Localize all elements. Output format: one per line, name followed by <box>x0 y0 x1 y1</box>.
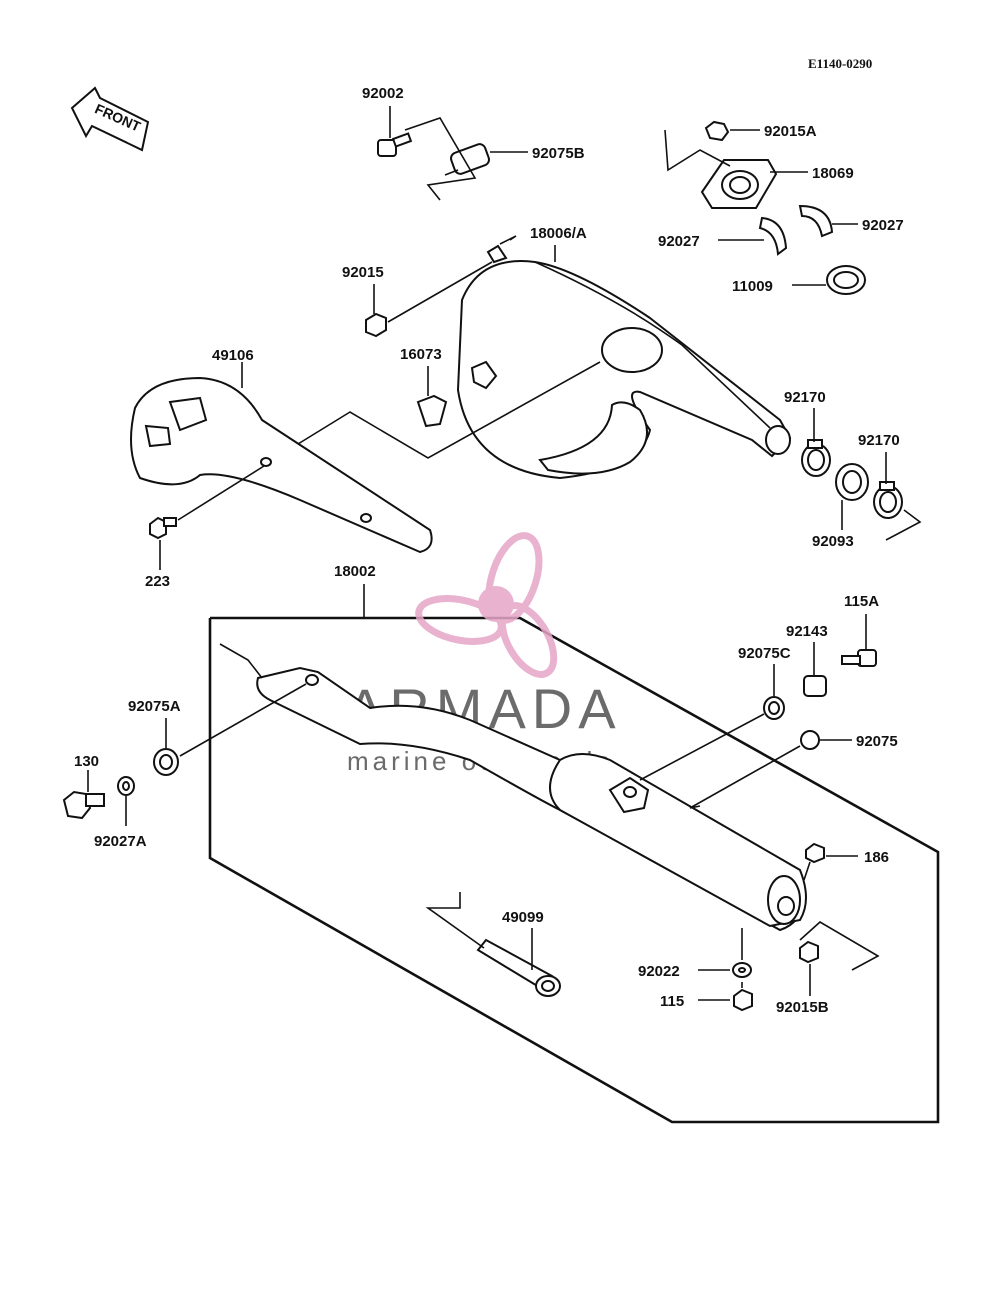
bolt-130[interactable] <box>62 790 105 820</box>
part-label-92027-right[interactable]: 92027 <box>862 217 904 234</box>
leader-line <box>885 509 922 541</box>
collar-92027-right[interactable] <box>798 204 834 238</box>
part-label-18069[interactable]: 18069 <box>812 165 854 182</box>
leader-line <box>499 235 517 245</box>
part-label-92075[interactable]: 92075 <box>856 733 898 750</box>
nut-92015A[interactable] <box>704 120 730 142</box>
leader-line <box>425 892 485 949</box>
part-label-92075B[interactable]: 92075B <box>532 145 585 162</box>
part-label-92075A[interactable]: 92075A <box>128 698 181 715</box>
muffler-18002[interactable] <box>256 666 807 932</box>
part-label-11009[interactable]: 11009 <box>732 278 773 295</box>
sleeve-92093[interactable] <box>835 463 869 501</box>
collar-92027-left[interactable] <box>758 216 788 256</box>
part-label-92027A[interactable]: 92027A <box>94 833 147 850</box>
leader-line <box>219 643 263 679</box>
part-label-92022[interactable]: 92022 <box>638 963 680 980</box>
leader-line <box>404 117 477 201</box>
heat-guard-49106[interactable] <box>130 376 433 554</box>
muffler-assembly-frame <box>208 616 940 1124</box>
part-label-49106[interactable]: 49106 <box>212 347 254 364</box>
part-label-49099[interactable]: 49099 <box>502 909 544 926</box>
clamp-92170-right[interactable] <box>873 481 903 519</box>
part-label-92075C[interactable]: 92075C <box>738 645 791 662</box>
bolt-92002[interactable] <box>377 132 413 157</box>
clip-16073[interactable] <box>416 360 498 428</box>
part-label-18002[interactable]: 18002 <box>334 563 376 580</box>
part-label-92170-left[interactable]: 92170 <box>784 389 826 406</box>
collar-92143[interactable] <box>803 675 827 697</box>
part-label-92093[interactable]: 92093 <box>812 533 854 550</box>
leader-line <box>639 713 765 781</box>
part-label-186[interactable]: 186 <box>864 849 889 866</box>
leader-line <box>689 745 801 809</box>
leader-line <box>664 129 731 172</box>
part-label-115A[interactable]: 115A <box>844 593 879 610</box>
damper-92075B[interactable] <box>444 143 491 176</box>
clamp-92170-left[interactable] <box>801 439 831 477</box>
gasket-11009[interactable] <box>826 265 866 295</box>
armada-logo-icon <box>415 532 558 678</box>
part-label-92015[interactable]: 92015 <box>342 264 384 281</box>
leader-line <box>387 261 493 323</box>
part-label-16073[interactable]: 16073 <box>400 346 442 363</box>
washer-92027A[interactable] <box>117 776 135 796</box>
bolt-186[interactable] <box>803 842 825 881</box>
leader-line <box>179 683 307 757</box>
front-arrow-icon: FRONT <box>70 86 150 152</box>
part-label-130[interactable]: 130 <box>74 753 99 770</box>
bolt-223[interactable] <box>149 516 177 540</box>
part-label-92143[interactable]: 92143 <box>786 623 828 640</box>
part-label-18006A[interactable]: 18006/A <box>530 225 587 242</box>
flange-18069[interactable] <box>700 159 778 209</box>
damper-92075[interactable] <box>800 730 820 750</box>
nut-92015[interactable] <box>365 312 387 338</box>
damper-92075C[interactable] <box>763 696 785 720</box>
part-label-92002[interactable]: 92002 <box>362 85 404 102</box>
part-label-223[interactable]: 223 <box>145 573 170 590</box>
diagram-code: E1140-0290 <box>808 56 872 71</box>
part-label-115[interactable]: 115 <box>660 993 684 1010</box>
part-label-92170-right[interactable]: 92170 <box>858 432 900 449</box>
exhaust-pipe-18006A[interactable] <box>456 244 792 480</box>
part-label-92015B[interactable]: 92015B <box>776 999 829 1016</box>
insert-49099[interactable] <box>476 938 561 997</box>
washer-92022[interactable] <box>732 962 752 978</box>
part-label-92027-left[interactable]: 92027 <box>658 233 700 250</box>
leader-line <box>799 921 880 971</box>
nut-92015B[interactable] <box>799 940 819 964</box>
leader-line <box>177 465 265 521</box>
part-label-92015A[interactable]: 92015A <box>764 123 817 140</box>
bolt-115A[interactable] <box>841 649 877 667</box>
damper-92075A[interactable] <box>153 748 179 776</box>
bolt-115[interactable] <box>733 982 753 1012</box>
leader-line <box>297 361 601 459</box>
